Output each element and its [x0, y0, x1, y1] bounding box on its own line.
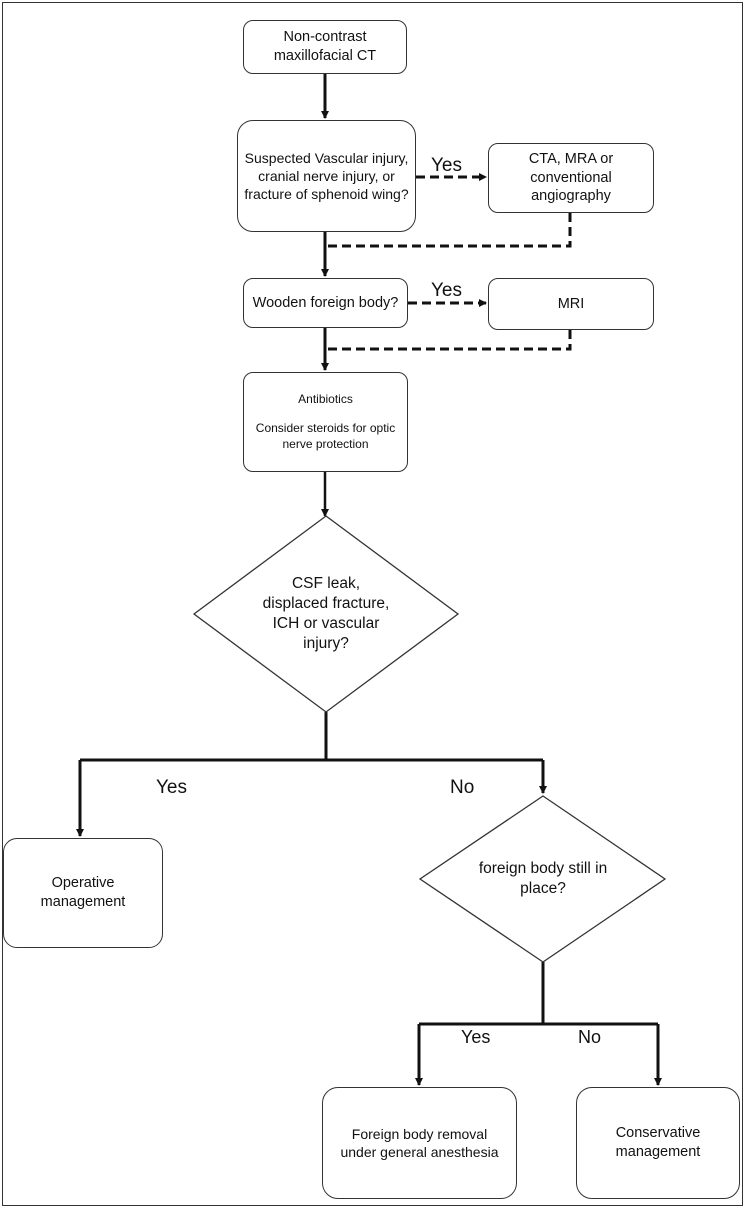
- node-removal-text: Foreign body removal under general anest…: [340, 1125, 499, 1160]
- node-conservative: Conservative management: [576, 1087, 740, 1199]
- node-mri-text: MRI: [557, 295, 585, 312]
- label-csf-yes: Yes: [156, 777, 187, 798]
- label-vascular-yes: Yes: [431, 155, 462, 176]
- node-operative-text: Operative management: [40, 875, 126, 910]
- label-fb-yes: Yes: [461, 1027, 491, 1047]
- node-conservative-text: Conservative management: [615, 1125, 701, 1160]
- label-wooden-yes: Yes: [431, 280, 462, 301]
- fb-diamond-shape: [418, 795, 667, 963]
- node-start-text: Non-contrast maxillofacial CT: [273, 29, 377, 64]
- node-mri: MRI: [488, 278, 654, 330]
- node-vascular-question-text: Suspected Vascular injury, cranial nerve…: [244, 149, 409, 203]
- node-angiography: CTA, MRA or conventional angiography: [488, 143, 654, 213]
- node-wooden-question: Wooden foreign body?: [243, 278, 408, 328]
- node-start: Non-contrast maxillofacial CT: [243, 20, 407, 74]
- node-operative: Operative management: [3, 838, 163, 948]
- node-angiography-text: CTA, MRA or conventional angiography: [528, 150, 614, 205]
- label-fb-no: No: [578, 1027, 602, 1047]
- node-csf-question-text: CSF leak, displaced fracture, ICH or vas…: [262, 574, 390, 653]
- return-angio: [325, 213, 572, 248]
- node-csf-question: CSF leak, displaced fracture, ICH or vas…: [262, 560, 390, 668]
- csf-diamond-shape: [192, 515, 460, 713]
- node-removal: Foreign body removal under general anest…: [322, 1087, 517, 1199]
- node-fb-question: foreign body still in place?: [465, 852, 621, 906]
- node-vascular-question: Suspected Vascular injury, cranial nerve…: [237, 120, 416, 232]
- node-wooden-question-text: Wooden foreign body?: [252, 294, 399, 311]
- node-steroids-text: Consider steroids for optic nerve protec…: [255, 421, 396, 451]
- node-antibiotics: Antibiotics Consider steroids for optic …: [243, 372, 408, 472]
- node-antibiotics-text: Antibiotics: [298, 391, 353, 406]
- label-csf-no: No: [450, 777, 475, 798]
- return-mri: [325, 330, 572, 351]
- node-fb-question-text: foreign body still in place?: [478, 859, 608, 897]
